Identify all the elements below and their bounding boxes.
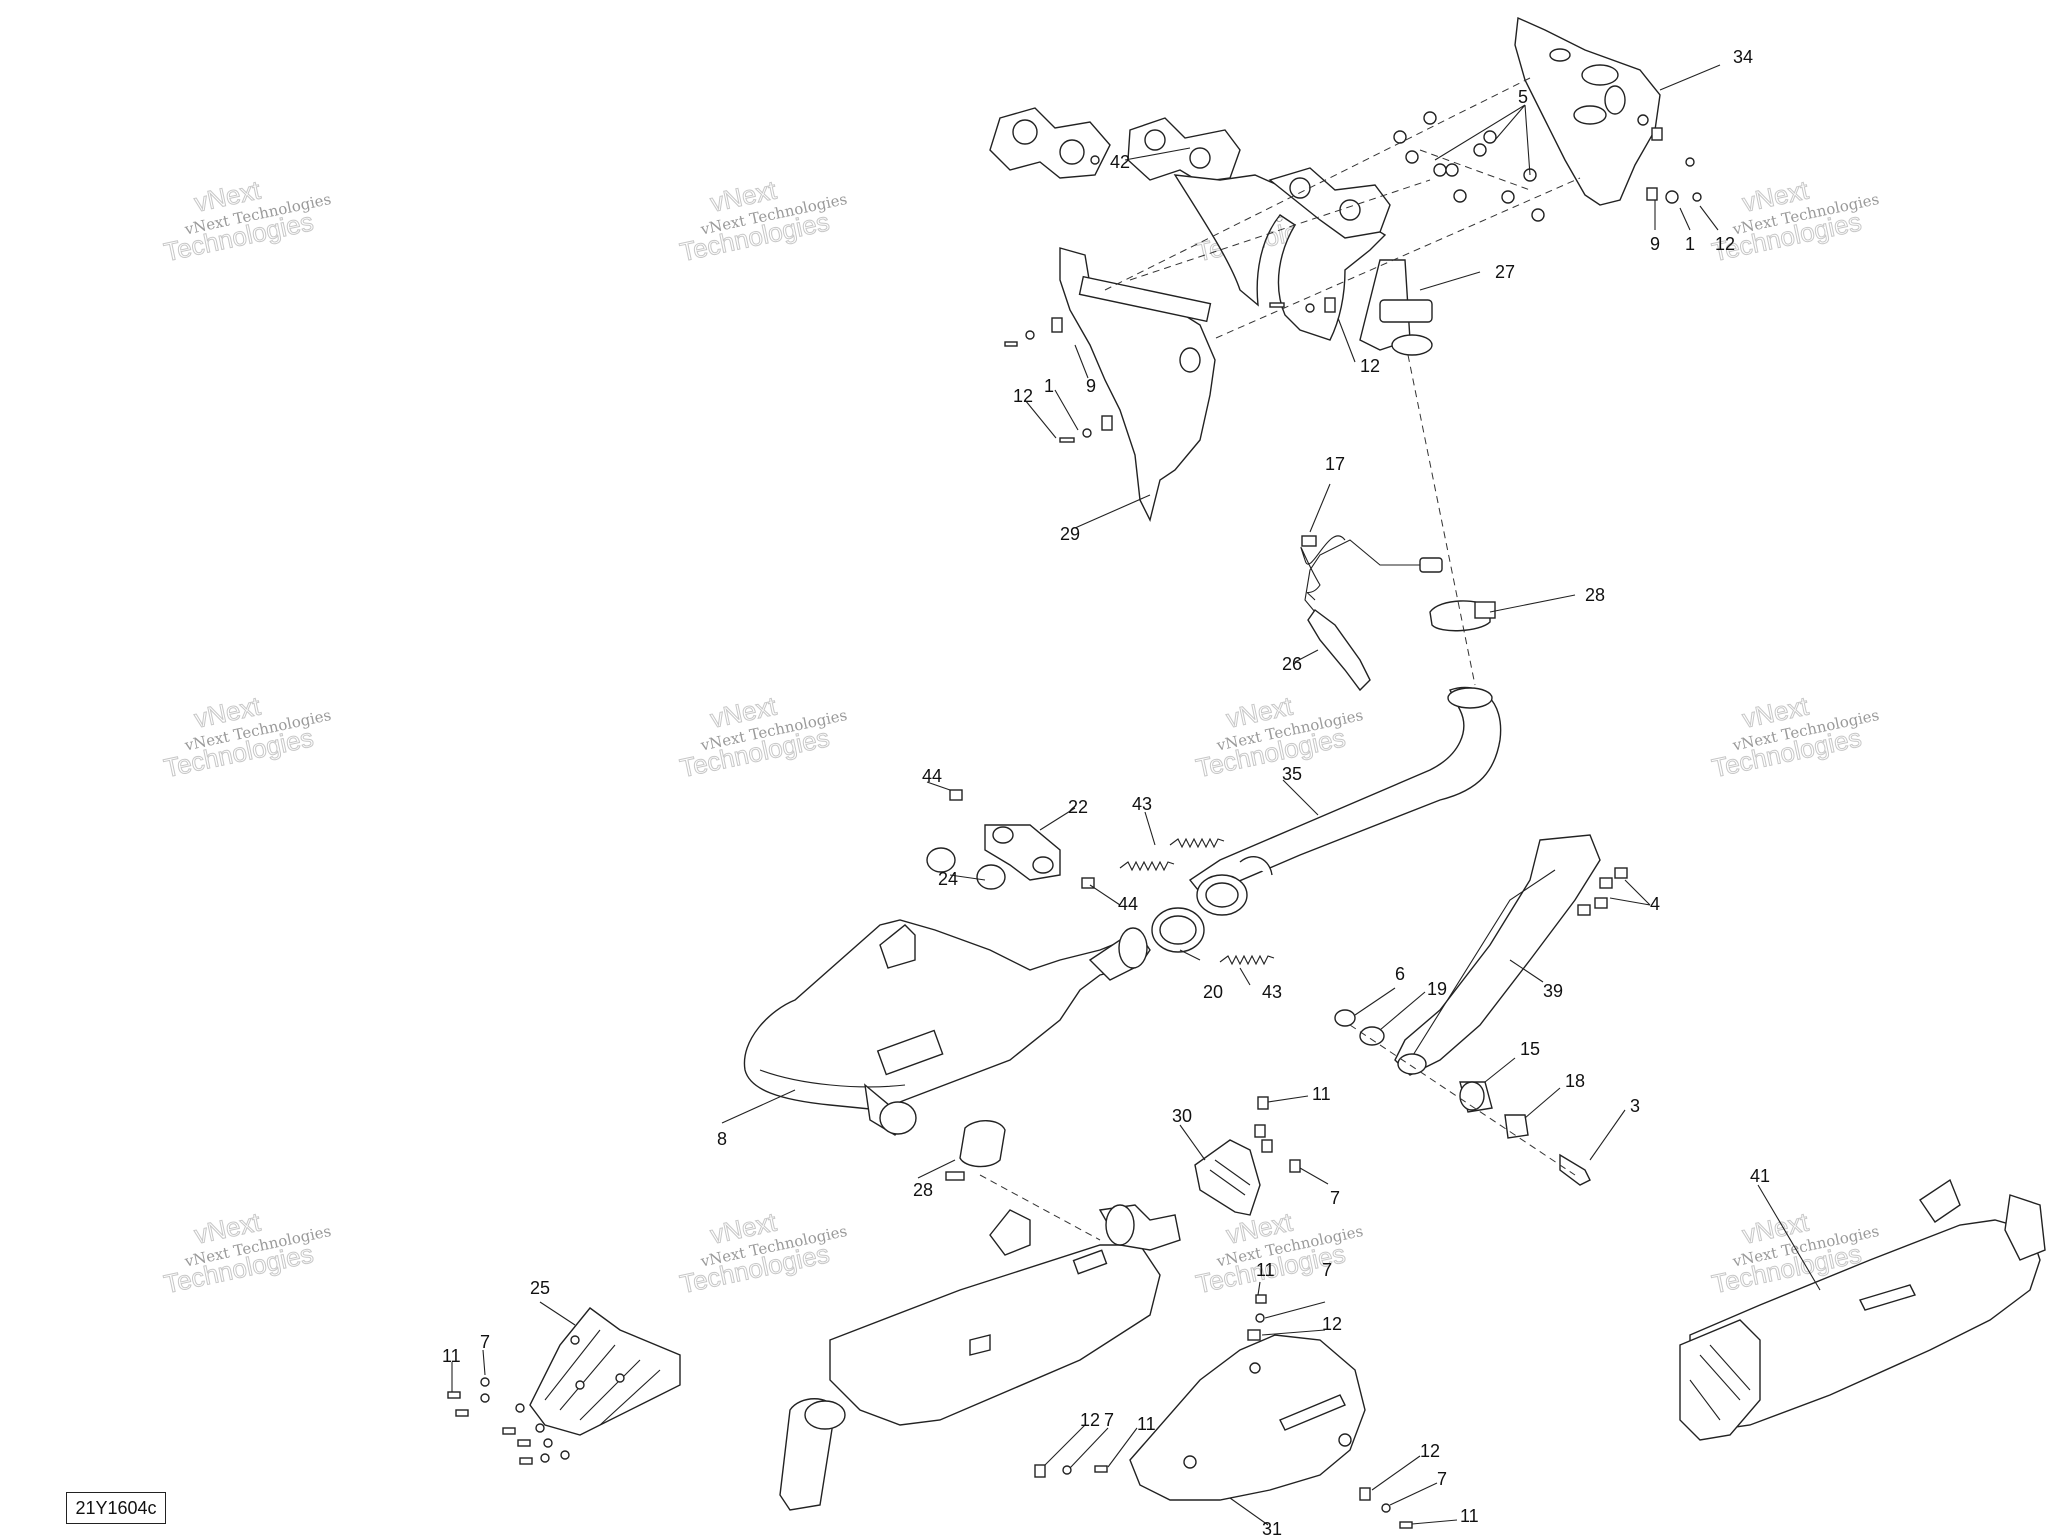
callout-7: 7: [1322, 1260, 1332, 1280]
callout-9: 9: [1086, 376, 1096, 396]
damper-24: [926, 847, 1006, 890]
gasket-20: [1151, 907, 1205, 953]
callout-24: 24: [938, 869, 958, 889]
leader-lines: [451, 64, 1821, 1526]
callout-18: 18: [1565, 1071, 1585, 1091]
clamp-28-upper: [1429, 600, 1496, 632]
callout-1: 1: [1685, 234, 1695, 254]
callout-19: 19: [1427, 979, 1447, 999]
callout-20: 20: [1203, 982, 1223, 1002]
alignment-lines: [979, 77, 1581, 1241]
bracket-39: [1394, 834, 1601, 1076]
callout-5: 5: [1518, 87, 1528, 107]
callout-12: 12: [1080, 1410, 1100, 1430]
silencer-assembly-41: [1679, 1178, 2046, 1441]
callout-3: 3: [1630, 1096, 1640, 1116]
callout-43: 43: [1132, 794, 1152, 814]
exhaust-pipe-35: [1188, 686, 1502, 916]
callout-39: 39: [1543, 981, 1563, 1001]
callout-35: 35: [1282, 764, 1302, 784]
callout-17: 17: [1325, 454, 1345, 474]
callout-25: 25: [530, 1278, 550, 1298]
spring-43-lower: [1219, 954, 1275, 966]
callout-31: 31: [1262, 1519, 1282, 1536]
callout-7: 7: [480, 1332, 490, 1352]
heat-shield-29: [1059, 247, 1216, 523]
callout-30: 30: [1172, 1106, 1192, 1126]
callout-11: 11: [1256, 1260, 1275, 1280]
callout-6: 6: [1395, 964, 1405, 984]
callout-12: 12: [1013, 386, 1033, 406]
callout-12: 12: [1322, 1314, 1342, 1334]
callout-1: 1: [1044, 376, 1054, 396]
bracket-39-bolts: [1577, 867, 1628, 916]
diagram-reference-code: 21Y1604c: [66, 1492, 166, 1524]
callout-7: 7: [1104, 1410, 1114, 1430]
callout-7: 7: [1437, 1469, 1447, 1489]
bracket-22: [949, 789, 1095, 889]
callout-11: 11: [1460, 1506, 1479, 1526]
callout-9: 9: [1650, 234, 1660, 254]
end-cap-25-screws: [447, 1377, 570, 1465]
callout-22: 22: [1068, 797, 1088, 817]
callout-7: 7: [1330, 1188, 1340, 1208]
shield-29-fasteners: [1004, 297, 1336, 443]
end-cap-25: [529, 1307, 681, 1436]
callout-27: 27: [1495, 262, 1515, 282]
shield-34-fasteners: [1646, 127, 1702, 204]
callout-11: 11: [1312, 1084, 1331, 1104]
spring-43-upper: [1119, 837, 1225, 872]
callout-15: 15: [1520, 1039, 1540, 1059]
callout-29: 29: [1060, 524, 1080, 544]
callout-4: 4: [1650, 894, 1660, 914]
callout-8: 8: [717, 1129, 727, 1149]
callout-44: 44: [1118, 894, 1138, 914]
callout-11: 11: [1137, 1414, 1156, 1434]
callout-26: 26: [1282, 654, 1302, 674]
callout-12: 12: [1420, 1441, 1440, 1461]
heat-shield-31: [1129, 1334, 1366, 1501]
heat-shield-31-hardware: [1034, 1294, 1413, 1529]
callout-12: 12: [1715, 234, 1735, 254]
manifold-nuts: [1393, 111, 1545, 222]
callout-44: 44: [922, 766, 942, 786]
exhaust-manifold-gasket-42: [989, 107, 1111, 179]
callout-28: 28: [913, 1180, 933, 1200]
callout-11: 11: [442, 1346, 461, 1366]
muffler-8: [743, 919, 1151, 1136]
clamp-28-lower: [945, 1120, 1006, 1181]
o2-sensor-26: [1300, 535, 1443, 692]
callout-28: 28: [1585, 585, 1605, 605]
callout-34: 34: [1733, 47, 1753, 67]
callout-42: 42: [1110, 152, 1130, 172]
small-hardware-6-19-15-18-3: [1334, 1009, 1591, 1186]
callout-41: 41: [1750, 1166, 1770, 1186]
heat-shield-34: [1514, 16, 1661, 206]
silencer-main: [779, 1204, 1181, 1511]
heat-shield-30: [1194, 1096, 1301, 1216]
callout-43: 43: [1262, 982, 1282, 1002]
callout-12: 12: [1360, 356, 1380, 376]
